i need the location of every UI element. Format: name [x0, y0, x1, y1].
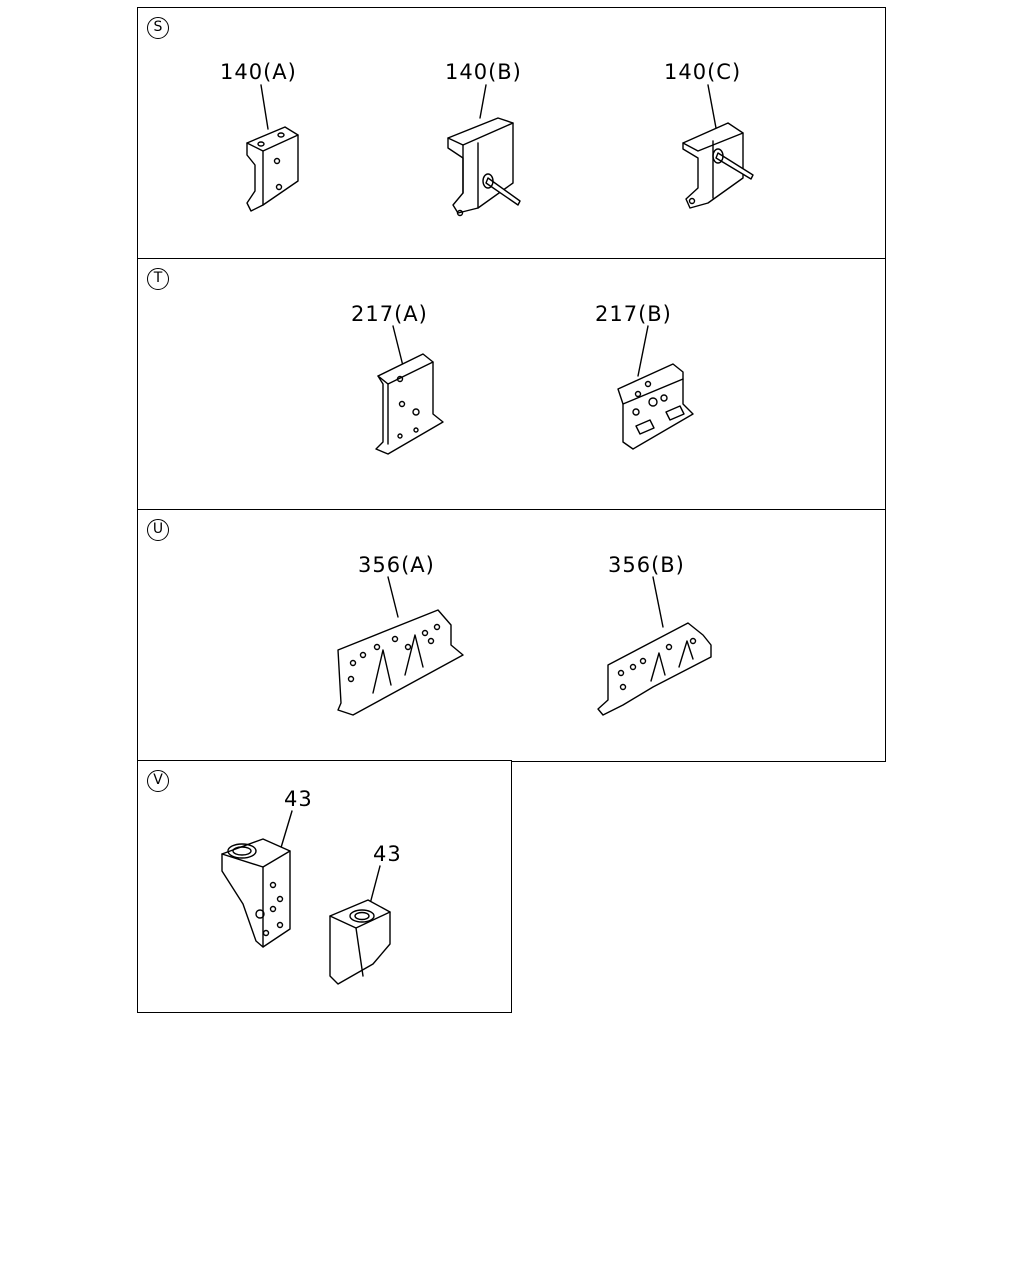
part-140c-drawing: [682, 84, 754, 209]
part-label-356b: 356(B): [608, 553, 685, 577]
section-u-badge: U: [147, 519, 169, 541]
part-label-43-tall: 43: [284, 787, 313, 811]
part-140b-drawing: [447, 84, 521, 217]
part-label-140b: 140(B): [445, 60, 522, 84]
part-217b-drawing: [617, 325, 694, 450]
part-label-217b: 217(B): [595, 302, 672, 326]
part-356a-drawing: [337, 576, 464, 716]
part-43-short-drawing: [329, 865, 391, 985]
part-label-140a: 140(A): [220, 60, 297, 84]
section-v-badge: V: [147, 770, 169, 792]
section-t-panel: T 217(A) 217(B): [137, 258, 886, 511]
section-v-panel: V 43 43: [137, 760, 512, 1013]
part-label-43-short: 43: [373, 842, 402, 866]
part-43-tall-drawing: [221, 810, 293, 948]
part-217a-drawing: [375, 325, 444, 455]
part-356b-drawing: [597, 576, 712, 716]
section-t-badge: T: [147, 268, 169, 290]
section-s-panel: S 140(A) 140(B) 140(C): [137, 7, 886, 260]
part-140a-drawing: [246, 84, 299, 212]
section-u-panel: U 356(A) 356(B): [137, 509, 886, 762]
part-label-140c: 140(C): [664, 60, 742, 84]
section-s-badge: S: [147, 17, 169, 39]
part-label-356a: 356(A): [358, 553, 435, 577]
part-label-217a: 217(A): [351, 302, 428, 326]
